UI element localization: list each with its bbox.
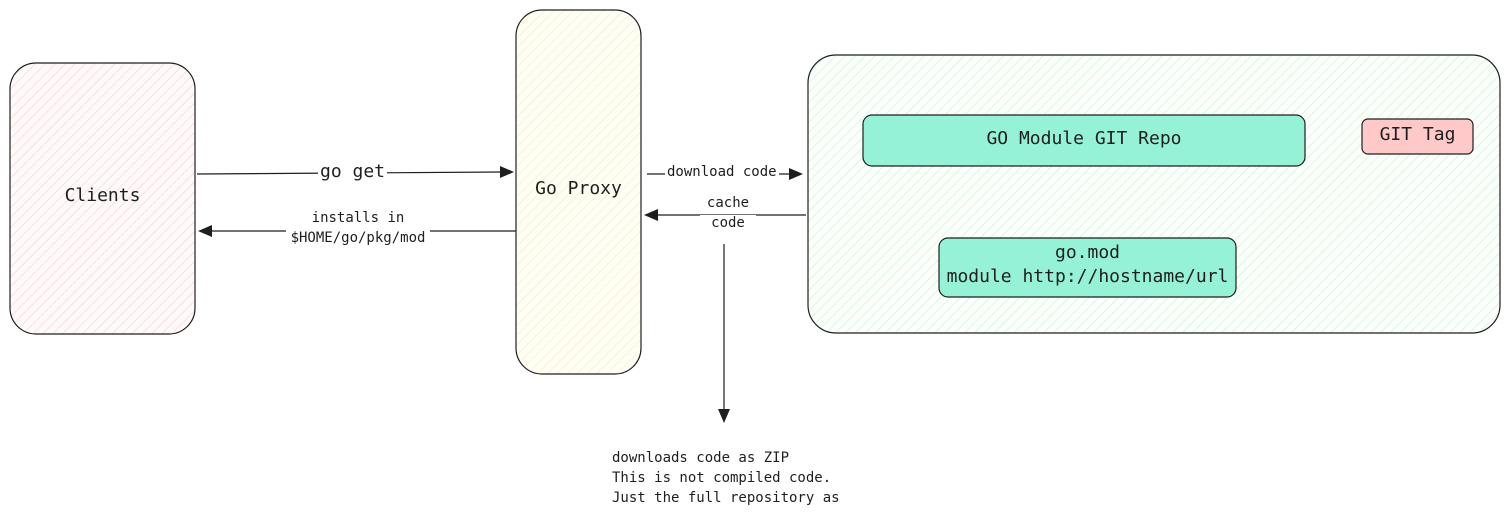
module-repo-box[interactable] xyxy=(862,114,1306,167)
zip-note-line1: downloads code as ZIP xyxy=(612,450,790,466)
go-mod-label-line2: module http://hostname/url xyxy=(946,266,1229,287)
installs-label-line1: installs in xyxy=(286,210,430,228)
cache-code-label-line2: code xyxy=(700,215,756,233)
cache-arrowhead xyxy=(644,209,658,221)
installs-arrowhead xyxy=(198,225,212,237)
download-code-label: download code xyxy=(665,164,779,182)
cache-code-label-line1: cache xyxy=(700,195,756,213)
git-tag-box[interactable] xyxy=(1361,118,1474,155)
go-mod-box[interactable] xyxy=(938,237,1237,298)
zip-note-line3: Just the full repository as xyxy=(612,490,840,506)
go-proxy-box[interactable] xyxy=(515,9,642,375)
go-proxy-label: Go Proxy xyxy=(535,178,622,199)
go-get-arrowhead xyxy=(500,166,514,178)
download-zip-arrowhead xyxy=(718,409,730,423)
git-tag-label: GIT Tag xyxy=(1379,124,1456,145)
clients-box[interactable] xyxy=(9,62,196,335)
go-get-label: go get xyxy=(318,161,388,184)
installs-label-line2: $HOME/go/pkg/mod xyxy=(286,230,430,248)
module-repo-label: GO Module GIT Repo xyxy=(986,128,1182,149)
zip-note-line2: This is not compiled code. xyxy=(612,470,832,486)
download-arrowhead xyxy=(789,168,803,180)
go-mod-label-line1: go.mod xyxy=(1054,242,1121,263)
clients-label: Clients xyxy=(64,185,141,206)
